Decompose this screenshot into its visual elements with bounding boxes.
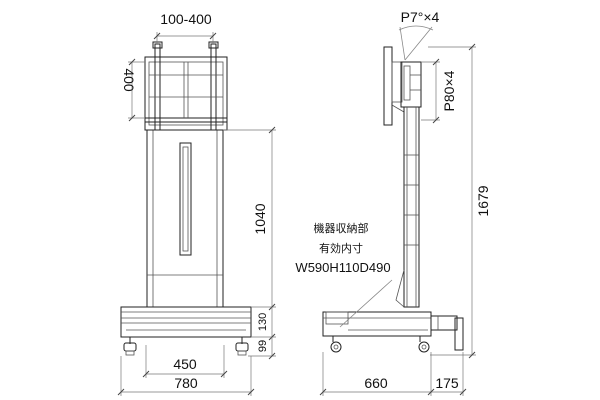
front-view: 100-400 400 1040 130 99 450: [117, 11, 276, 396]
side-pole: [395, 106, 420, 308]
storage-label: 機器収納部: [314, 221, 369, 235]
side-base: [322, 311, 464, 351]
tilt-arc: [399, 26, 433, 61]
vesa-height-label: 400: [121, 68, 137, 92]
storage-sublabel: 有効内寸: [319, 241, 363, 255]
base-depth-label: 660: [364, 375, 388, 391]
side-handle: [430, 315, 458, 331]
tilt-label: P7°×4: [401, 9, 440, 25]
front-base: [120, 306, 252, 338]
front-column: [146, 129, 224, 308]
base-height-label: 130: [257, 313, 269, 331]
total-height-label: 1679: [475, 185, 491, 216]
side-view: P7°×4: [295, 9, 491, 396]
side-caster-front: [330, 336, 342, 353]
storage-dims: W590H110D490: [295, 260, 390, 275]
front-caster-right: [235, 337, 249, 356]
vesa-width-label: 100-400: [160, 11, 212, 27]
cable-slot: [179, 142, 192, 256]
front-caster-left: [123, 337, 137, 356]
base-width-label: 780: [174, 375, 198, 391]
height-step-label: P80×4: [441, 70, 457, 111]
monitor-bracket: [144, 41, 228, 131]
caster-span-label: 450: [173, 356, 197, 372]
handle-depth-label: 175: [435, 375, 459, 391]
caster-height-label: 99: [257, 340, 269, 352]
side-monitor-mount: [383, 46, 422, 126]
column-height-label: 1040: [252, 203, 268, 234]
storage-leader-line: [339, 279, 393, 328]
side-caster-rear: [418, 336, 430, 353]
